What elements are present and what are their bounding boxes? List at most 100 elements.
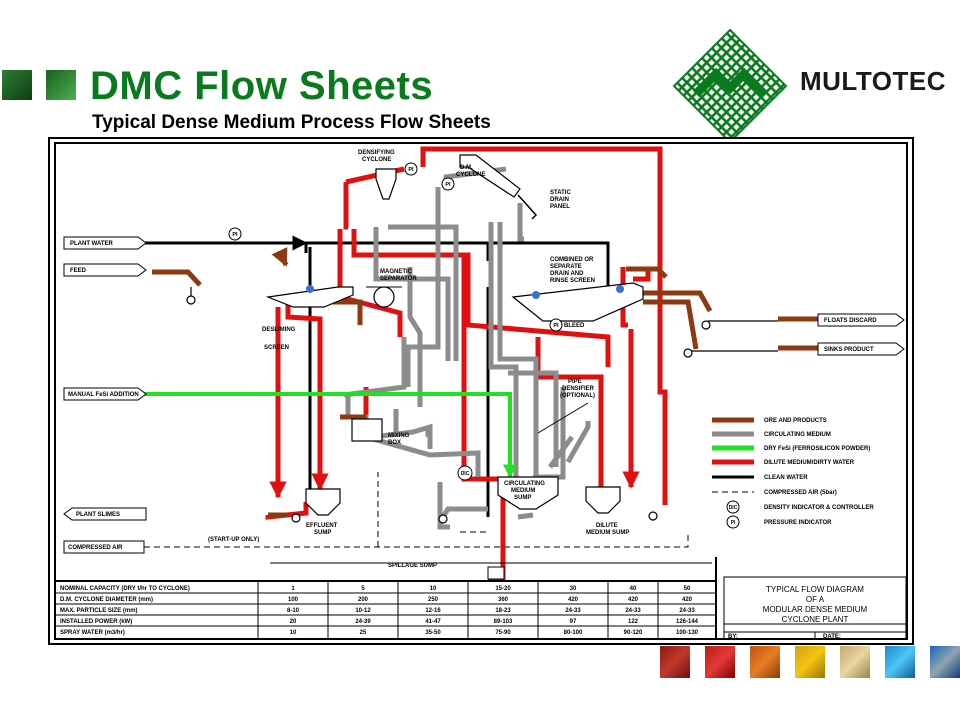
- mixing-box: [351, 418, 383, 442]
- dilute-medium-sump: [585, 486, 621, 514]
- table-cell: 20: [290, 619, 297, 625]
- title-block-line-4: CYCLONE PLANT: [782, 615, 849, 624]
- table-cell: 50: [684, 586, 691, 592]
- table-cell: 80-100: [564, 630, 583, 636]
- pi-label: PI: [445, 182, 451, 188]
- spillage-sump-label: SPILLAGE SUMP: [388, 563, 437, 569]
- pressure-indicator-icons: [228, 162, 563, 332]
- table-cell: 24-33: [565, 608, 581, 614]
- startup-only-label: (START-UP ONLY): [208, 537, 259, 543]
- table-cell: 41-47: [425, 619, 441, 625]
- brand-name: MULTOTEC: [800, 66, 947, 96]
- table-cell: 24-33: [625, 608, 641, 614]
- table-cell: 10: [430, 586, 437, 592]
- ore-tile-7: [930, 646, 960, 678]
- title-block-date: DATE:: [823, 634, 841, 640]
- svg-text:DIC: DIC: [729, 505, 738, 511]
- table-cell: 24-33: [679, 608, 695, 614]
- floats-discard-tag: FLOATS DISCARD: [824, 318, 877, 324]
- table-row-label: INSTALLED POWER (kW): [60, 619, 132, 625]
- ore-tile-5: [840, 646, 870, 678]
- table-cell: 89-103: [494, 619, 513, 625]
- table-cell: 24-39: [355, 619, 371, 625]
- ore-tile-4: [795, 646, 825, 678]
- table-cell: 126-144: [676, 619, 699, 625]
- combined-drain-rinse-screen: [511, 282, 644, 322]
- legend-dic: DENSITY INDICATOR & CONTROLLER: [764, 505, 874, 511]
- table-cell: 97: [570, 619, 577, 625]
- title-block-line-2: OF A: [806, 595, 825, 604]
- diagram-outer-frame: [48, 137, 914, 645]
- ore-tile-3: [750, 646, 780, 678]
- table-cell: 250: [428, 597, 439, 603]
- table-row-label: SPRAY WATER (m3/hr): [60, 630, 125, 636]
- table-cell: 40: [630, 586, 637, 592]
- title-block-by: BY:: [728, 634, 738, 640]
- table-cell: 75-90: [495, 630, 511, 636]
- effluent-sump: [305, 488, 341, 516]
- dilute-medium-lines: [265, 146, 668, 582]
- feed-tag: FEED: [70, 268, 87, 274]
- table-cell: 360: [498, 597, 509, 603]
- table-row-label: NOMINAL CAPACITY (DRY t/hr TO CYCLONE): [60, 586, 190, 592]
- decor-square-2: [46, 70, 76, 100]
- dry-fesi-line: [144, 392, 517, 479]
- legend-compressed-air: COMPRESSED AIR (5bar): [764, 490, 837, 496]
- table-cell: 122: [628, 619, 639, 625]
- table-cell: 8-10: [287, 608, 300, 614]
- legend: DIC PI ORE AND PRODUCTS CIRCULATING MEDI…: [712, 417, 874, 529]
- legend-circulating-medium: CIRCULATING MEDIUM: [764, 432, 831, 438]
- table-row-label: MAX. PARTICLE SIZE (mm): [60, 608, 138, 614]
- desliming-screen: [265, 286, 354, 308]
- legend-ore-products: ORE AND PRODUCTS: [764, 418, 827, 424]
- table-cell: 100-130: [676, 630, 699, 636]
- legend-dry-fesi: DRY FeSi (FERROSILICON POWDER): [764, 446, 870, 452]
- pipe-densifier: [537, 402, 589, 434]
- dm-cyclone-label: D.M.CYCLONE: [456, 165, 485, 178]
- plant-slimes-tag: PLANT SLIMES: [76, 512, 120, 518]
- dm-cyclone: [459, 154, 521, 198]
- legend-pi: PRESSURE INDICATOR: [764, 520, 832, 526]
- density-indicator-icon: [457, 465, 473, 481]
- table-cell: 420: [568, 597, 579, 603]
- svg-text:PI: PI: [731, 520, 736, 526]
- title-block-line-1: TYPICAL FLOW DIAGRAM: [766, 585, 864, 594]
- table-cell: 1: [291, 586, 295, 592]
- title-block-line-3: MODULAR DENSE MEDIUM: [763, 605, 868, 614]
- manual-fesi-tag: MANUAL FeSi ADDITION: [68, 392, 139, 398]
- table-cell: 25: [360, 630, 367, 636]
- table-cell: 15-20: [495, 586, 511, 592]
- static-drain-panel: [517, 194, 538, 220]
- title-block: TYPICAL FLOW DIAGRAM OF A MODULAR DENSE …: [723, 576, 907, 640]
- pi-label: PI: [553, 323, 559, 329]
- table-cell: 100: [288, 597, 299, 603]
- pi-label: PI: [408, 167, 414, 173]
- stream-tags: [63, 236, 905, 554]
- page-title: DMC Flow Sheets: [90, 64, 434, 108]
- legend-clean-water: CLEAN WATER: [764, 475, 808, 481]
- compressed-air-tag: COMPRESSED AIR: [68, 545, 123, 551]
- decor-square-1: [2, 70, 32, 100]
- dic-label: DIC: [461, 471, 470, 477]
- legend-dilute-medium: DILUTE MEDIUM/DIRTY WATER: [764, 460, 855, 466]
- pump-icons: [186, 295, 711, 524]
- ore-tile-2: [705, 646, 735, 678]
- table-cell: 420: [628, 597, 639, 603]
- table-cell: 35-50: [425, 630, 441, 636]
- plant-water-tag: PLANT WATER: [70, 241, 114, 247]
- sinks-product-tag: SINKS PRODUCT: [824, 347, 874, 353]
- ore-tile-1: [660, 646, 690, 678]
- diagram-inner-frame: [54, 142, 908, 640]
